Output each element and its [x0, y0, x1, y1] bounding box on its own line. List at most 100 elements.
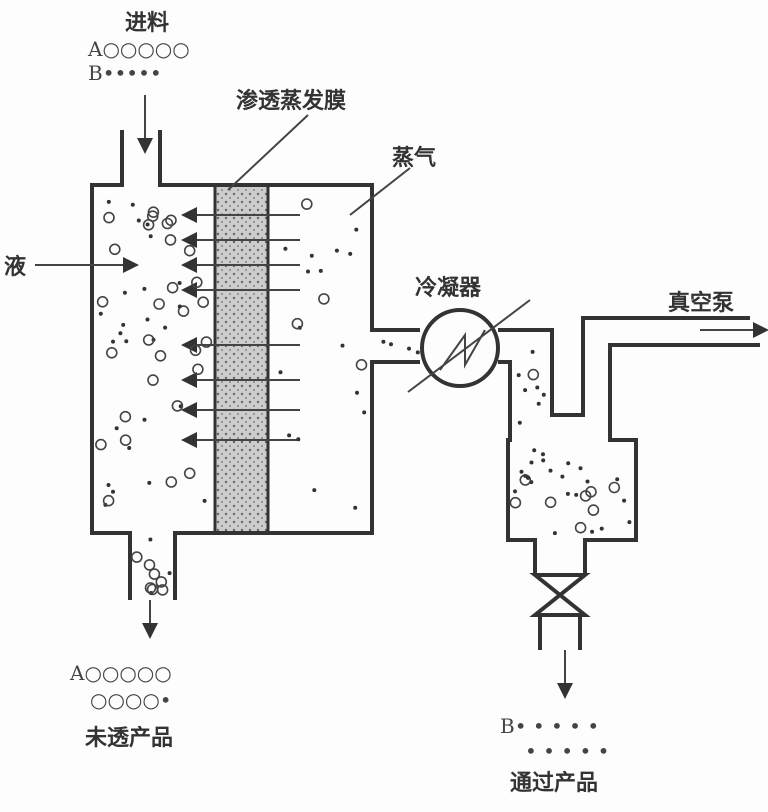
feed-label: 进料 — [125, 10, 169, 36]
component-b-particle — [111, 489, 115, 494]
component-b-particle — [362, 410, 367, 415]
component-a-particle — [191, 276, 203, 289]
component-b-particle — [516, 373, 521, 378]
component-b-particle — [334, 248, 339, 253]
component-a-particle — [144, 582, 157, 594]
valve — [529, 573, 591, 617]
component-b-particle — [529, 460, 534, 465]
component-b-particle — [585, 479, 590, 484]
component-b-particle — [122, 290, 127, 295]
vapor-label: 蒸气 — [392, 145, 436, 171]
component-b-particle — [202, 498, 207, 503]
component-a-particle — [200, 336, 213, 348]
component-a-particle — [318, 293, 330, 305]
component-a-particle — [164, 234, 177, 246]
component-a-particle — [165, 214, 177, 227]
component-b-particle — [535, 385, 540, 390]
component-b-particle — [147, 480, 152, 485]
component-a-particle — [300, 198, 313, 210]
component-a-particle — [183, 467, 196, 480]
component-b-particle — [407, 346, 411, 351]
component-a-particle — [103, 211, 115, 224]
component-b-particle — [167, 571, 172, 576]
component-b-particle — [381, 339, 386, 344]
component-a-particle — [509, 496, 522, 509]
component-b-particle — [541, 392, 546, 397]
component-b-particle — [340, 343, 345, 348]
component-a-particle — [183, 244, 196, 257]
component-a-particle — [355, 358, 368, 371]
component-a-particle — [146, 210, 159, 222]
component-b-particle — [566, 461, 571, 466]
component-a-particle — [106, 346, 118, 359]
component-a-particle — [153, 298, 165, 310]
component-b-particle — [565, 491, 570, 496]
component-b-particle — [130, 202, 135, 207]
component-b-particle — [106, 483, 111, 487]
condenser-label: 冷凝器 — [415, 275, 482, 301]
membrane — [213, 183, 270, 535]
component-a-particle — [574, 521, 587, 534]
component-b-particle — [283, 246, 288, 251]
component-a-particle — [147, 206, 160, 218]
component-b-particle — [118, 331, 123, 336]
component-b-particle — [389, 342, 393, 347]
permeate-label: 通过产品 — [510, 770, 598, 796]
component-a-particle — [119, 434, 132, 447]
component-b-particle — [142, 417, 147, 422]
component-a-particle — [96, 295, 109, 308]
component-a-particle — [166, 281, 179, 294]
component-b-particle — [523, 388, 528, 393]
component-b-particle — [136, 218, 141, 223]
component-b-particle — [309, 253, 314, 258]
component-a-particle — [102, 494, 115, 507]
membrane-label: 渗透蒸发膜 — [236, 88, 346, 114]
retentate-label: 未透产品 — [85, 725, 173, 751]
retentate-legend-1: A○○○○○ — [69, 661, 172, 685]
component-a-particle — [197, 296, 209, 309]
component-b-particle — [574, 492, 579, 497]
component-b-particle — [541, 452, 545, 457]
component-a-particle — [171, 400, 184, 412]
component-a-particle — [291, 317, 304, 330]
particles — [95, 198, 632, 596]
component-b-particle — [98, 311, 103, 316]
component-a-particle — [109, 243, 121, 256]
component-b-particle — [552, 531, 557, 536]
vapor-leader — [349, 167, 411, 216]
component-b-particle — [296, 437, 301, 442]
component-a-particle — [147, 374, 159, 386]
component-a-particle — [165, 476, 178, 488]
component-b-particle — [318, 268, 323, 273]
component-b-particle — [287, 433, 292, 438]
permeation-arrows — [181, 207, 300, 448]
component-b-particle — [114, 426, 119, 431]
condenser-line — [407, 299, 531, 393]
component-b-particle — [111, 339, 115, 344]
vessel-wall — [90, 130, 420, 600]
component-b-particle — [627, 520, 632, 525]
component-b-particle — [163, 325, 168, 330]
component-b-particle — [415, 350, 420, 355]
component-b-particle — [517, 420, 522, 425]
component-b-particle — [148, 537, 153, 542]
component-a-particle — [192, 363, 204, 376]
component-b-particle — [355, 390, 359, 395]
component-b-particle — [615, 477, 620, 482]
component-b-particle — [306, 269, 310, 274]
component-a-particle — [154, 349, 167, 362]
component-b-particle — [532, 448, 537, 453]
component-b-particle — [127, 446, 132, 450]
component-a-particle — [587, 504, 600, 516]
component-a-particle — [161, 217, 174, 230]
component-a-particle — [189, 344, 202, 357]
component-a-particle — [143, 559, 156, 571]
component-b-particle — [353, 505, 358, 510]
component-b-particle — [519, 469, 524, 474]
permeate-legend-2: • • • • • — [525, 739, 609, 763]
component-b-particle — [145, 317, 150, 322]
permeate-legend-1: B• • • • • — [500, 714, 599, 738]
component-b-particle — [590, 529, 595, 534]
component-b-particle — [177, 281, 182, 285]
